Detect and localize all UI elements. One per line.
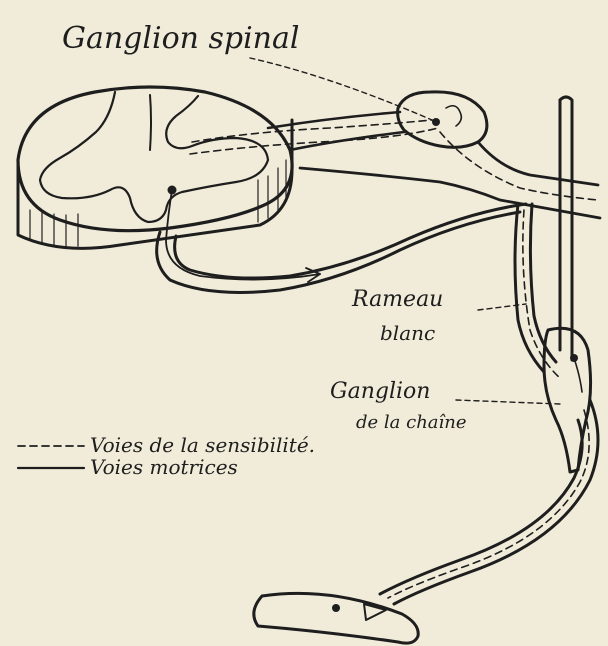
legend-sensory-label: Voies de la sensibilité. (90, 433, 315, 457)
label-de-la-chaine: de la chaîne (356, 412, 467, 433)
sympathetic-trunk (560, 97, 572, 360)
label-ganglion-spinal: Ganglion spinal (62, 21, 299, 56)
ventral-root (157, 186, 526, 293)
legend-motor-label: Voies motrices (90, 455, 238, 479)
visceral-organ (254, 593, 418, 643)
leader-lines (250, 58, 560, 404)
spinal-ganglion (398, 92, 487, 147)
spinal-nerve-trunk (300, 132, 600, 218)
white-ramus (515, 204, 560, 378)
label-ganglion-chaine: Ganglion (330, 379, 430, 404)
dorsal-root (190, 112, 438, 154)
label-blanc: blanc (380, 321, 435, 345)
label-rameau: Rameau (351, 287, 443, 312)
spinal-cord-section (18, 87, 292, 248)
ganglion-cell (432, 118, 440, 126)
organ-cell (332, 604, 340, 612)
chain-ganglion (544, 328, 591, 472)
legend: Voies de la sensibilité. Voies motrices (18, 433, 315, 479)
